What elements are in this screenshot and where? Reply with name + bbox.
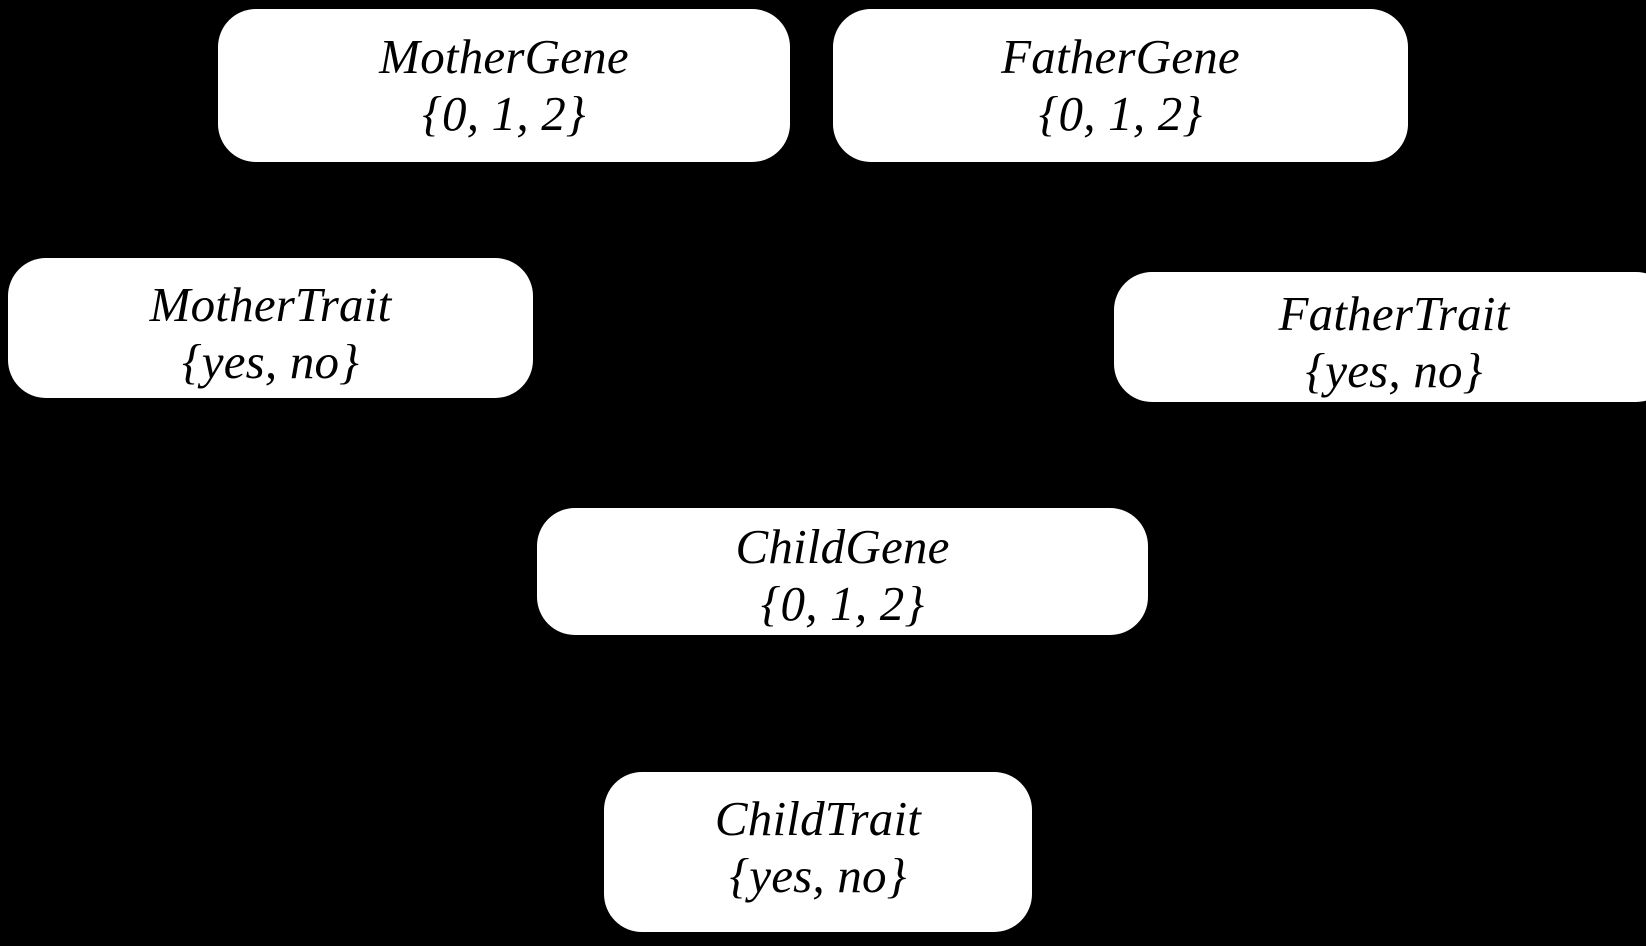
node-mother-gene-domain: {0, 1, 2} bbox=[422, 85, 586, 141]
node-child-trait-domain: {yes, no} bbox=[729, 848, 907, 903]
node-father-trait-content: FatherTrait {yes, no} bbox=[1279, 286, 1510, 400]
node-child-gene[interactable]: ChildGene {0, 1, 2} bbox=[537, 508, 1148, 635]
node-mother-trait[interactable]: MotherTrait {yes, no} bbox=[8, 258, 533, 398]
node-child-trait-label: ChildTrait bbox=[714, 791, 922, 847]
node-mother-gene-content: MotherGene {0, 1, 2} bbox=[379, 29, 629, 143]
node-child-gene-label: ChildGene bbox=[735, 518, 950, 574]
node-mother-gene[interactable]: MotherGene {0, 1, 2} bbox=[218, 9, 790, 162]
node-child-trait[interactable]: ChildTrait {yes, no} bbox=[604, 772, 1032, 932]
node-child-gene-content: ChildGene {0, 1, 2} bbox=[735, 519, 949, 633]
node-father-gene[interactable]: FatherGene {0, 1, 2} bbox=[833, 9, 1408, 162]
node-child-trait-content: ChildTrait {yes, no} bbox=[715, 791, 921, 905]
node-father-gene-label: FatherGene bbox=[1001, 28, 1240, 84]
node-father-trait-domain: {yes, no} bbox=[1305, 343, 1483, 398]
node-father-trait-label: FatherTrait bbox=[1278, 286, 1510, 342]
node-mother-trait-domain: {yes, no} bbox=[181, 334, 360, 389]
node-mother-trait-content: MotherTrait {yes, no} bbox=[150, 277, 392, 391]
node-father-trait[interactable]: FatherTrait {yes, no} bbox=[1114, 272, 1646, 402]
node-child-gene-domain: {0, 1, 2} bbox=[760, 575, 925, 631]
node-father-gene-content: FatherGene {0, 1, 2} bbox=[1001, 29, 1240, 143]
node-mother-gene-label: MotherGene bbox=[379, 28, 629, 84]
node-father-gene-domain: {0, 1, 2} bbox=[1038, 85, 1203, 141]
node-mother-trait-label: MotherTrait bbox=[149, 277, 392, 333]
